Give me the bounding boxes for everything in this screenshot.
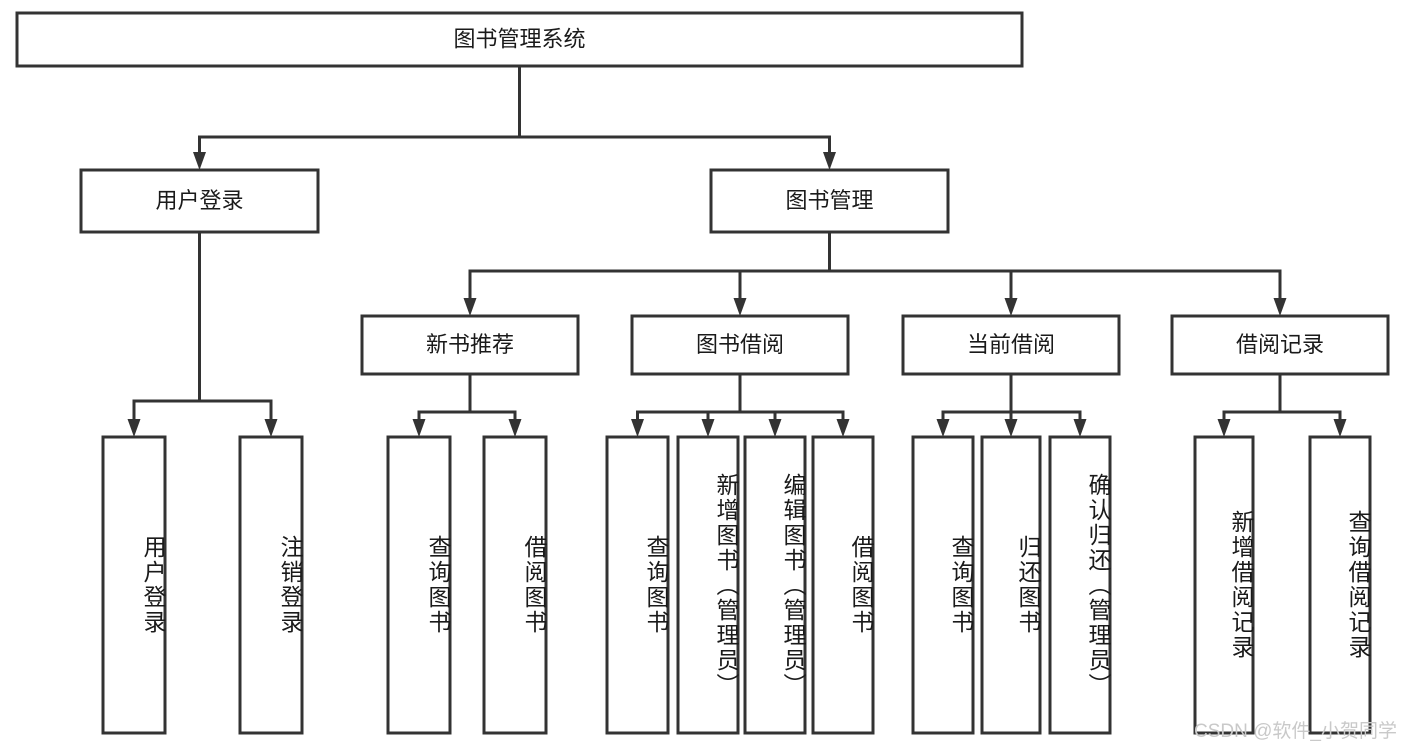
node-box[interactable] bbox=[980, 435, 1042, 735]
node-box[interactable] bbox=[360, 314, 580, 376]
node-leaf-add-book[interactable] bbox=[676, 435, 740, 735]
node-box[interactable] bbox=[605, 435, 670, 735]
node-box[interactable] bbox=[1308, 435, 1372, 735]
arrow-head bbox=[508, 419, 522, 437]
node-leaf-query-book-1[interactable] bbox=[386, 435, 452, 735]
arrow-head bbox=[936, 419, 950, 437]
node-leaf-query-book-3[interactable] bbox=[911, 435, 975, 735]
node-label: 图书管理 bbox=[785, 188, 873, 213]
node-current-borrow[interactable]: 当前借阅 bbox=[901, 314, 1121, 376]
node-label: 当前借阅 bbox=[967, 332, 1055, 357]
node-book-borrow[interactable]: 图书借阅 bbox=[630, 314, 850, 376]
node-box[interactable] bbox=[630, 314, 850, 376]
arrow-head bbox=[1004, 419, 1018, 437]
arrow-head bbox=[1004, 298, 1018, 316]
node-box[interactable] bbox=[386, 435, 452, 735]
arrow-head bbox=[264, 419, 278, 437]
arrow-head bbox=[1217, 419, 1231, 437]
node-book-manage[interactable]: 图书管理 bbox=[709, 168, 950, 234]
node-borrow-record[interactable]: 借阅记录 bbox=[1170, 314, 1390, 376]
node-leaf-add-record[interactable] bbox=[1193, 435, 1255, 735]
node-label: 新书推荐 bbox=[426, 332, 514, 357]
arrow-head bbox=[412, 419, 426, 437]
arrow-head bbox=[733, 298, 747, 316]
arrow-head bbox=[463, 298, 477, 316]
arrow-head bbox=[631, 419, 644, 437]
node-box[interactable] bbox=[101, 435, 167, 735]
node-box[interactable] bbox=[676, 435, 740, 735]
node-box[interactable] bbox=[901, 314, 1121, 376]
arrow-head bbox=[1333, 419, 1347, 437]
node-leaf-edit-book[interactable] bbox=[743, 435, 807, 735]
arrow-head bbox=[836, 419, 850, 437]
arrow-head bbox=[1273, 298, 1287, 316]
node-leaf-return-book[interactable] bbox=[980, 435, 1042, 735]
node-leaf-user-logout[interactable] bbox=[238, 435, 304, 735]
arrow-head bbox=[701, 419, 715, 437]
node-leaf-borrow-book-1[interactable] bbox=[482, 435, 548, 735]
arrow-head bbox=[823, 152, 836, 170]
node-leaf-user-login[interactable] bbox=[101, 435, 167, 735]
arrow-head bbox=[193, 152, 206, 170]
node-box[interactable] bbox=[911, 435, 975, 735]
watermark-text: CSDN @软件_小贺同学 bbox=[1194, 721, 1397, 742]
node-label: 图书借阅 bbox=[696, 332, 784, 357]
node-leaf-borrow-book-2[interactable] bbox=[811, 435, 875, 735]
connector-layer bbox=[127, 64, 1347, 437]
node-box[interactable] bbox=[79, 168, 320, 234]
node-box[interactable] bbox=[15, 11, 1024, 68]
node-box[interactable] bbox=[1193, 435, 1255, 735]
node-user-login[interactable]: 用户登录 bbox=[79, 168, 320, 234]
node-leaf-query-book-2[interactable] bbox=[605, 435, 670, 735]
node-box[interactable] bbox=[743, 435, 807, 735]
node-box[interactable] bbox=[238, 435, 304, 735]
arrow-head bbox=[1073, 419, 1087, 437]
node-box[interactable] bbox=[811, 435, 875, 735]
node-leaf-confirm-return[interactable] bbox=[1048, 435, 1112, 735]
node-box[interactable] bbox=[709, 168, 950, 234]
node-label: 借阅记录 bbox=[1236, 332, 1324, 357]
node-label: 图书管理系统 bbox=[453, 26, 585, 51]
node-box[interactable] bbox=[1170, 314, 1390, 376]
node-box[interactable] bbox=[1048, 435, 1112, 735]
node-leaf-query-record[interactable] bbox=[1308, 435, 1372, 735]
arrow-head bbox=[768, 419, 782, 437]
node-root-title[interactable]: 图书管理系统 bbox=[15, 11, 1024, 68]
node-new-book-rec[interactable]: 新书推荐 bbox=[360, 314, 580, 376]
arrow-head bbox=[127, 419, 141, 437]
node-box[interactable] bbox=[482, 435, 548, 735]
node-label: 用户登录 bbox=[155, 188, 243, 213]
